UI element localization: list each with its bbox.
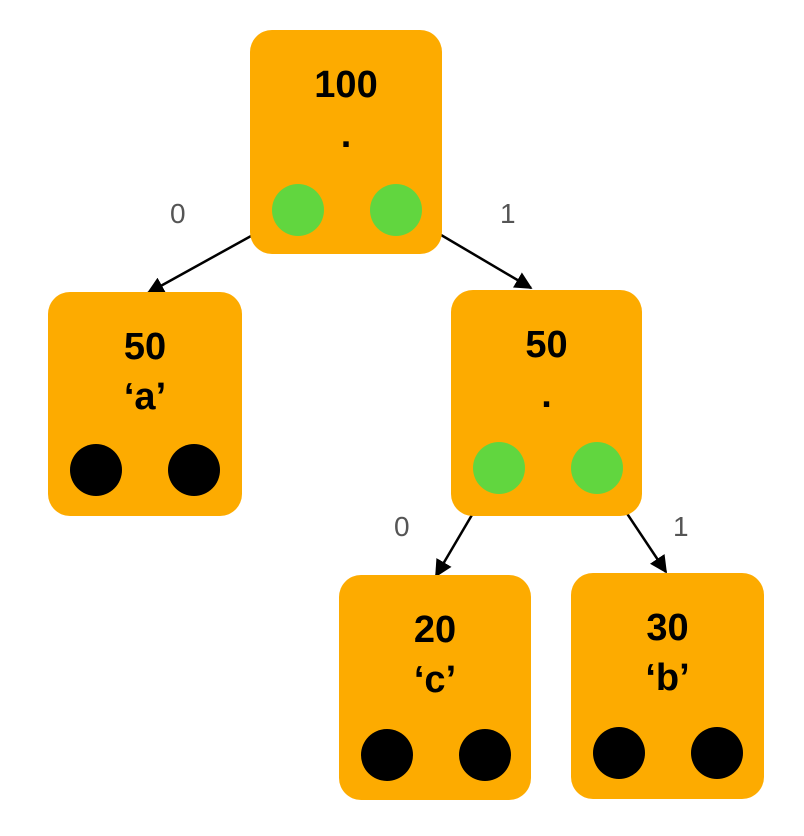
edge-label-root-right: 1 [500, 198, 516, 229]
null-pointer-icon [168, 444, 220, 496]
left-child-pointer-icon [272, 184, 324, 236]
node-symbol: ‘c’ [413, 659, 457, 701]
node-symbol: . [541, 374, 552, 416]
node-weight: 20 [413, 609, 457, 651]
node-weight: 50 [123, 326, 167, 368]
right-child-pointer-icon [571, 442, 623, 494]
node-weight: 100 [314, 64, 378, 106]
tree-node-internal: 50 . [451, 290, 642, 516]
node-symbol: . [340, 114, 352, 156]
tree-node-leaf-a: 50 ‘a’ [48, 292, 242, 516]
null-pointer-icon [691, 727, 743, 779]
node-symbol: ‘a’ [123, 376, 167, 418]
node-symbol: ‘b’ [645, 657, 690, 699]
edge-label-root-left: 0 [170, 198, 186, 229]
edge-label-internal-right: 1 [673, 511, 689, 542]
edge-label-internal-left: 0 [394, 511, 410, 542]
tree-node-root: 100 . [250, 30, 442, 254]
null-pointer-icon [70, 444, 122, 496]
left-child-pointer-icon [473, 442, 525, 494]
tree-node-leaf-c: 20 ‘c’ [339, 575, 531, 800]
null-pointer-icon [593, 727, 645, 779]
right-child-pointer-icon [370, 184, 422, 236]
null-pointer-icon [361, 729, 413, 781]
node-weight: 50 [525, 324, 568, 366]
tree-node-leaf-b: 30 ‘b’ [571, 573, 764, 799]
node-weight: 30 [646, 607, 689, 649]
null-pointer-icon [459, 729, 511, 781]
